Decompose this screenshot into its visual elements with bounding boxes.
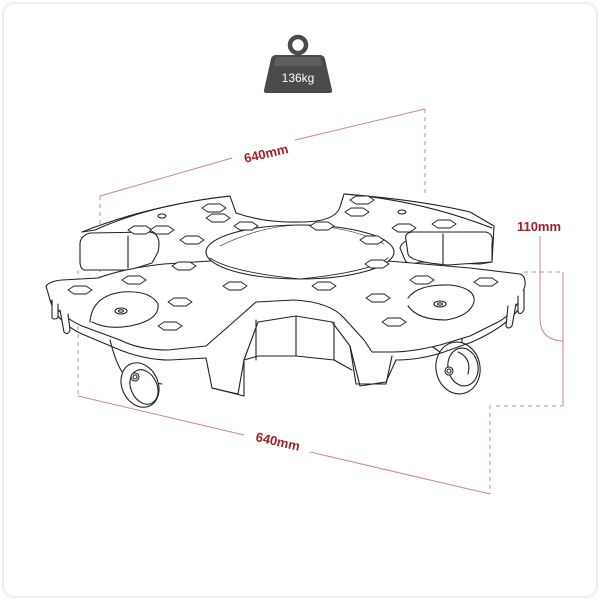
length-top-label: 640mm [243,141,290,166]
castor-wheel-right-icon [429,333,481,395]
hex-pocket-icons [67,195,499,331]
dimension-lines [77,108,564,495]
weight-label: 136kg [282,71,315,85]
castor-wheel-left-icon [109,339,163,408]
height-label: 110mm [517,219,561,234]
dolly-illustration [45,193,526,408]
weight-icon: 136kg [263,34,333,93]
length-bottom-label: 640mm [254,429,301,454]
